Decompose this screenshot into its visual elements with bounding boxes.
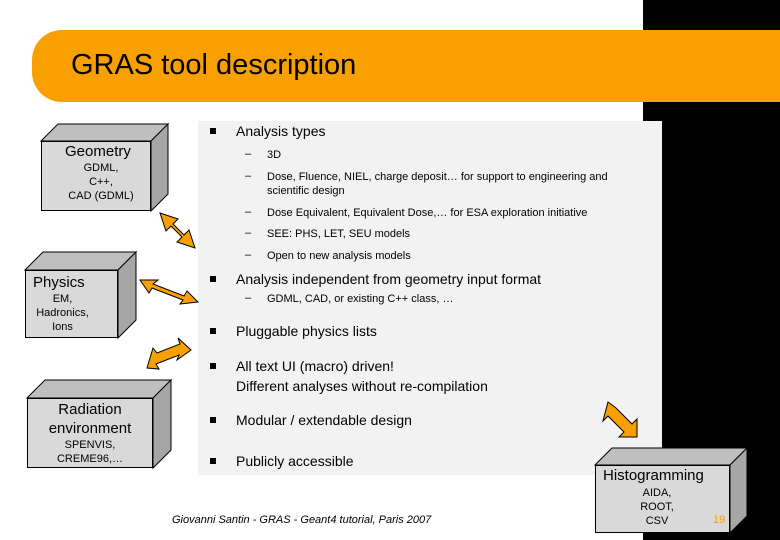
- bullet-marker: [210, 363, 216, 369]
- bullet-marker: [210, 276, 216, 282]
- arrow-histogramming-icon: [602, 401, 638, 438]
- geometry-cube-top: [39, 123, 170, 142]
- arrow-radiation-icon: [146, 337, 192, 370]
- histogramming-cube-top: [593, 447, 749, 466]
- bullet-text-ui-cont: Different analyses without re-compilatio…: [236, 378, 488, 394]
- histogramming-cube-title: Histogramming: [603, 467, 704, 484]
- sub-item-dose-fluence-cont: scientific design: [267, 185, 345, 197]
- content-box: [198, 121, 662, 475]
- radiation-cube-title2: environment: [48, 420, 132, 437]
- physics-cube-line1: EM,: [52, 293, 73, 305]
- physics-cube-line3: Ions: [52, 321, 73, 333]
- sub-dash: –: [245, 249, 252, 261]
- sub-item-geometry-formats: GDML, CAD, or existing C++ class, …: [267, 293, 454, 305]
- sub-dash: –: [245, 206, 252, 218]
- bullet-text-ui: All text UI (macro) driven!: [236, 358, 394, 374]
- bullet-analysis-types: Analysis types: [236, 123, 326, 139]
- histogramming-cube-line3: CSV: [645, 515, 669, 527]
- sub-item-see: SEE: PHS, LET, SEU models: [267, 228, 411, 240]
- arrow-geometry-icon: [159, 212, 196, 249]
- physics-cube-title: Physics: [33, 274, 85, 291]
- physics-cube-line2: Hadronics,: [36, 307, 89, 319]
- slide-title: GRAS tool description: [71, 49, 357, 81]
- title-bar: [32, 30, 780, 102]
- sub-item-3d: 3D: [267, 149, 282, 161]
- geometry-cube-side: [150, 122, 169, 213]
- geometry-cube-line1: GDML,: [83, 162, 119, 174]
- geometry-cube-line2: C++,: [89, 176, 113, 188]
- sub-item-open-models: Open to new analysis models: [267, 250, 411, 262]
- bullet-modular: Modular / extendable design: [236, 412, 412, 428]
- histogramming-cube-line2: ROOT,: [640, 501, 674, 513]
- histogramming-cube-line1: AIDA,: [642, 487, 672, 499]
- bullet-analysis-independent: Analysis independent from geometry input…: [236, 271, 542, 287]
- sub-item-dose-fluence: Dose, Fluence, NIEL, charge deposit… for…: [267, 171, 608, 183]
- radiation-cube-title1: Radiation: [58, 401, 122, 418]
- geometry-cube-title: Geometry: [65, 143, 131, 160]
- physics-cube: [25, 270, 118, 338]
- bullet-pluggable-physics: Pluggable physics lists: [236, 323, 377, 339]
- footer-text: Giovanni Santin - GRAS - Geant4 tutorial…: [172, 514, 432, 526]
- page-number: 19: [713, 514, 726, 526]
- bullet-marker: [210, 128, 216, 134]
- sub-dash: –: [245, 227, 252, 239]
- arrow-physics-icon: [139, 279, 200, 305]
- histogramming-cube-side: [729, 446, 748, 535]
- radiation-cube: [27, 398, 153, 468]
- physics-cube-side: [117, 250, 137, 340]
- geometry-cube-line3: CAD (GDML): [68, 190, 134, 202]
- radiation-cube-side: [152, 378, 172, 470]
- radiation-cube-line1: SPENVIS,: [64, 439, 116, 451]
- radiation-cube-line2: CREME96,…: [56, 453, 124, 465]
- histogramming-cube: [595, 465, 730, 533]
- bullet-marker: [210, 458, 216, 464]
- bullet-marker: [210, 417, 216, 423]
- radiation-cube-top: [25, 379, 173, 399]
- sub-dash: –: [245, 292, 252, 304]
- physics-cube-top: [23, 251, 138, 271]
- geometry-cube: [41, 141, 151, 211]
- sub-item-dose-equivalent: Dose Equivalent, Equivalent Dose,… for E…: [267, 207, 588, 219]
- sub-dash: –: [245, 170, 252, 182]
- bullet-marker: [210, 328, 216, 334]
- sub-dash: –: [245, 148, 252, 160]
- bullet-public: Publicly accessible: [236, 453, 354, 469]
